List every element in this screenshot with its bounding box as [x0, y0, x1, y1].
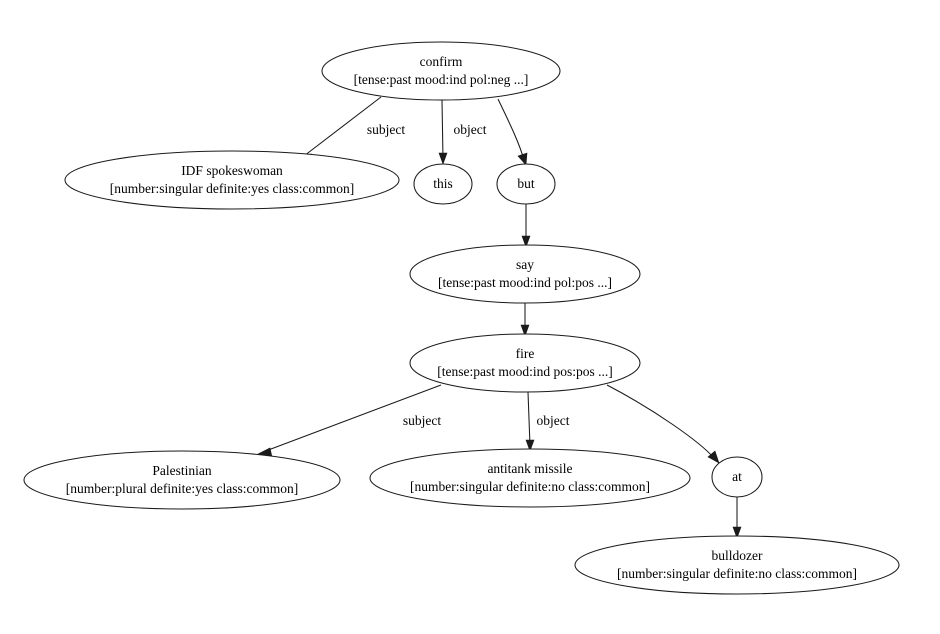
edge-fire-at [606, 384, 720, 464]
edge-but-say [521, 204, 531, 248]
edge-label-object: object [454, 122, 487, 137]
edge-line [527, 391, 531, 447]
arrow-head [732, 526, 742, 539]
node-at[interactable]: at [711, 456, 763, 498]
node-lemma: Palestinian [152, 463, 211, 478]
edge-line [606, 384, 715, 459]
edge-confirm-object-this: object [438, 99, 487, 165]
nodes-layer: confirm [tense:past mood:ind pol:neg ...… [23, 41, 900, 595]
node-shape[interactable] [369, 448, 691, 508]
node-features: [tense:past mood:ind pol:pos ...] [438, 275, 612, 290]
node-lemma: at [732, 469, 742, 484]
node-features: [tense:past mood:ind pos:pos ...] [437, 364, 613, 379]
arrow-head [438, 152, 448, 165]
node-features: [tense:past mood:ind pol:neg ...] [354, 72, 529, 87]
edge-label-subject: subject [403, 413, 441, 428]
node-shape[interactable] [409, 333, 641, 393]
edge-label-object: object [537, 413, 570, 428]
arrow-head [525, 439, 535, 452]
node-features: [number:singular definite:no class:commo… [617, 566, 857, 581]
node-features: [number:plural definite:yes class:common… [66, 481, 298, 496]
node-shape[interactable] [711, 456, 763, 498]
edge-line [497, 98, 525, 161]
node-shape[interactable] [496, 163, 556, 205]
node-lemma: antitank missile [487, 461, 572, 476]
edge-line [299, 96, 382, 160]
node-antitank-missile[interactable]: antitank missile [number:singular defini… [369, 448, 691, 508]
node-say[interactable]: say [tense:past mood:ind pol:pos ...] [409, 244, 641, 304]
arrow-head [520, 324, 530, 337]
node-fire[interactable]: fire [tense:past mood:ind pos:pos ...] [409, 333, 641, 393]
edge-fire-subject-palestinian: subject [257, 384, 442, 458]
node-lemma: IDF spokeswoman [181, 163, 283, 178]
node-shape[interactable] [413, 163, 473, 205]
arrow-head [707, 450, 720, 464]
edge-label-subject: subject [367, 122, 405, 137]
edge-at-bulldozer [732, 497, 742, 539]
arrow-head [521, 235, 531, 248]
node-lemma: confirm [420, 54, 463, 69]
node-lemma: fire [516, 346, 535, 361]
node-features: [number:singular definite:yes class:comm… [110, 181, 354, 196]
node-bulldozer[interactable]: bulldozer [number:singular definite:no c… [574, 535, 900, 595]
node-confirm[interactable]: confirm [tense:past mood:ind pol:neg ...… [321, 41, 561, 101]
node-shape[interactable] [409, 244, 641, 304]
edges-layer: subject object subject object [257, 96, 742, 539]
node-shape[interactable] [574, 535, 900, 595]
node-features: [number:singular definite:no class:commo… [410, 479, 650, 494]
node-lemma: bulldozer [712, 548, 763, 563]
node-lemma: but [517, 176, 535, 191]
edge-say-fire [520, 303, 530, 337]
edge-line [262, 384, 442, 453]
node-shape[interactable] [64, 150, 400, 210]
edge-confirm-subject-idf: subject [299, 96, 405, 165]
node-lemma: this [433, 176, 453, 191]
node-lemma: say [516, 257, 534, 272]
edge-line [441, 99, 444, 160]
arrow-head [517, 152, 528, 166]
node-this[interactable]: this [413, 163, 473, 205]
edge-confirm-but [497, 98, 528, 166]
node-palestinian[interactable]: Palestinian [number:plural definite:yes … [23, 450, 341, 510]
node-idf-spokeswoman[interactable]: IDF spokeswoman [number:singular definit… [64, 150, 400, 210]
node-but[interactable]: but [496, 163, 556, 205]
node-shape[interactable] [23, 450, 341, 510]
node-shape[interactable] [321, 41, 561, 101]
edge-fire-object-antitank: object [525, 391, 570, 452]
